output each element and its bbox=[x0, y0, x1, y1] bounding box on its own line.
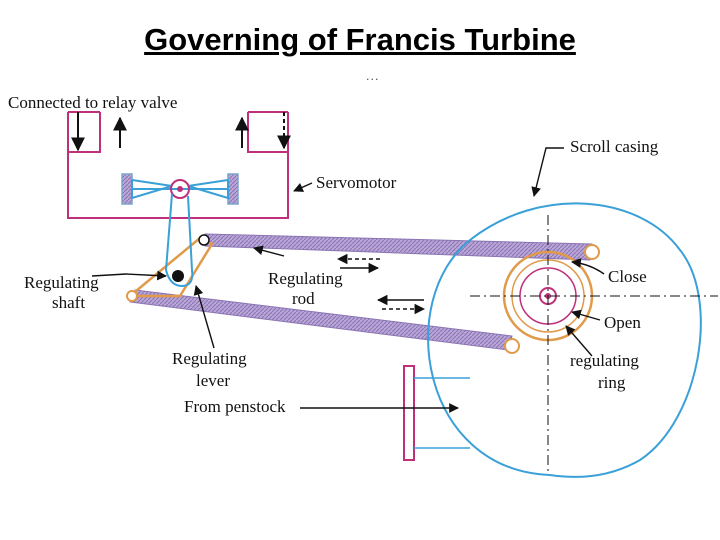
label-regulating-lever-line2: lever bbox=[196, 371, 230, 390]
label-open: Open bbox=[604, 313, 641, 332]
leader-lines bbox=[91, 147, 605, 413]
servomotor-piston bbox=[121, 173, 239, 205]
label-scroll-casing: Scroll casing bbox=[570, 137, 659, 156]
label-regulating-rod-line2: rod bbox=[292, 289, 315, 308]
ellipsis-mark: ... bbox=[366, 70, 380, 83]
label-regulating-ring-line1: regulating bbox=[570, 351, 639, 370]
label-regulating-lever-line1: Regulating bbox=[172, 349, 247, 368]
label-regulating-shaft-line2: shaft bbox=[52, 293, 85, 312]
regulating-lever bbox=[126, 193, 214, 302]
label-from-penstock: From penstock bbox=[184, 397, 286, 416]
regulating-ring bbox=[502, 244, 600, 354]
label-regulating-ring-line2: ring bbox=[598, 373, 626, 392]
label-close: Close bbox=[608, 267, 647, 286]
label-servomotor: Servomotor bbox=[316, 173, 397, 192]
label-regulating-shaft-line1: Regulating bbox=[24, 273, 99, 292]
label-relay-valve: Connected to relay valve bbox=[8, 93, 177, 112]
label-regulating-rod-line1: Regulating bbox=[268, 269, 343, 288]
penstock-flange bbox=[403, 365, 470, 461]
scroll-casing bbox=[427, 202, 702, 478]
page-title: Governing of Francis Turbine bbox=[144, 22, 576, 57]
servomotor-housing bbox=[67, 111, 289, 219]
